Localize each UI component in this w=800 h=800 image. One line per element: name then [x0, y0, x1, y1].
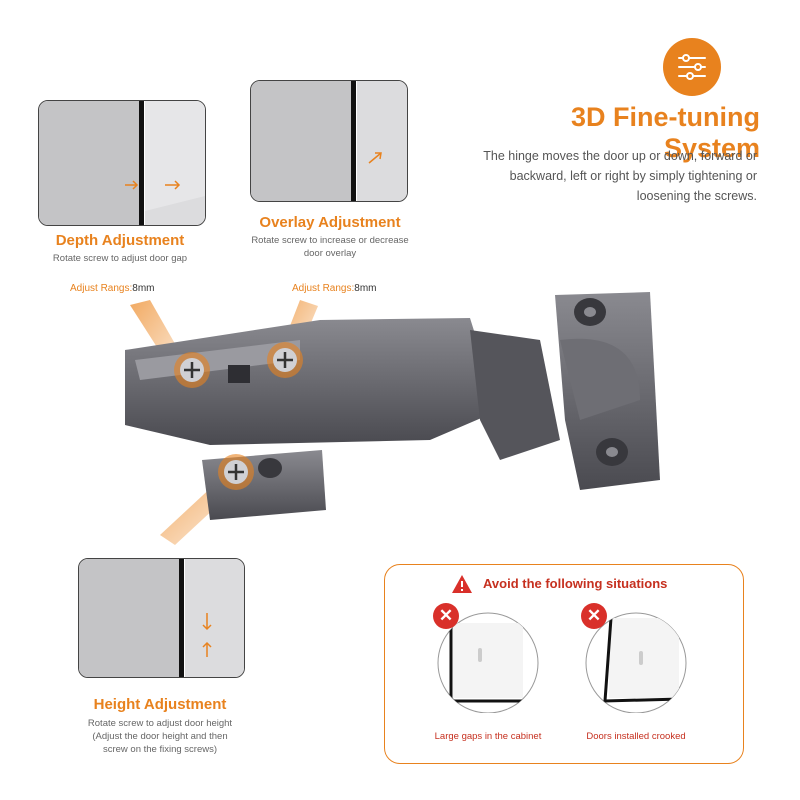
adjust-range-left-value: 8mm	[132, 283, 155, 294]
warning-icon	[451, 574, 473, 594]
depth-adjustment-title: Depth Adjustment	[55, 232, 185, 249]
depth-adjustment-illustration	[38, 100, 206, 226]
adjust-range-right: Adjust Rangs:8mm	[292, 283, 377, 294]
sliders-icon	[663, 38, 721, 96]
error-x-icon: ✕	[581, 603, 607, 629]
overlay-adjustment-title: Overlay Adjustment	[259, 214, 401, 231]
adjust-range-left: Adjust Rangs:8mm	[70, 283, 155, 294]
page-description: The hinge moves the door up or down, for…	[483, 149, 757, 203]
height-adjustment-subtitle-3: screw on the fixing screws)	[102, 744, 218, 755]
situation-large-gaps: ✕	[433, 603, 543, 733]
height-adjustment-title: Height Adjustment	[93, 696, 227, 713]
situation-large-gaps-label: Large gaps in the cabinet	[434, 731, 542, 742]
overlay-adjustment-subtitle-2: door overlay	[303, 248, 357, 259]
height-adjustment-subtitle-1: Rotate screw to adjust door height	[87, 718, 233, 729]
overlay-adjustment-subtitle-1: Rotate screw to increase or decrease	[251, 235, 409, 246]
overlay-adjustment-illustration	[250, 80, 408, 202]
error-x-icon: ✕	[433, 603, 459, 629]
adjust-range-right-key: Adjust Rangs:	[292, 283, 355, 294]
situation-crooked-doors: ✕	[581, 603, 691, 733]
situation-crooked-doors-label: Doors installed crooked	[586, 731, 686, 742]
height-adjustment-subtitle-2: (Adjust the door height and then	[92, 731, 228, 742]
avoid-situations-panel: Avoid the following situations ✕ Large g…	[384, 564, 744, 764]
page-title: 3D Fine-tuning System	[571, 102, 760, 163]
height-adjustment-illustration	[78, 558, 245, 678]
adjust-range-right-value: 8mm	[354, 283, 377, 294]
depth-adjustment-subtitle: Rotate screw to adjust door gap	[52, 253, 188, 264]
warning-title: Avoid the following situations	[483, 576, 668, 591]
adjust-range-left-key: Adjust Rangs:	[70, 283, 133, 294]
